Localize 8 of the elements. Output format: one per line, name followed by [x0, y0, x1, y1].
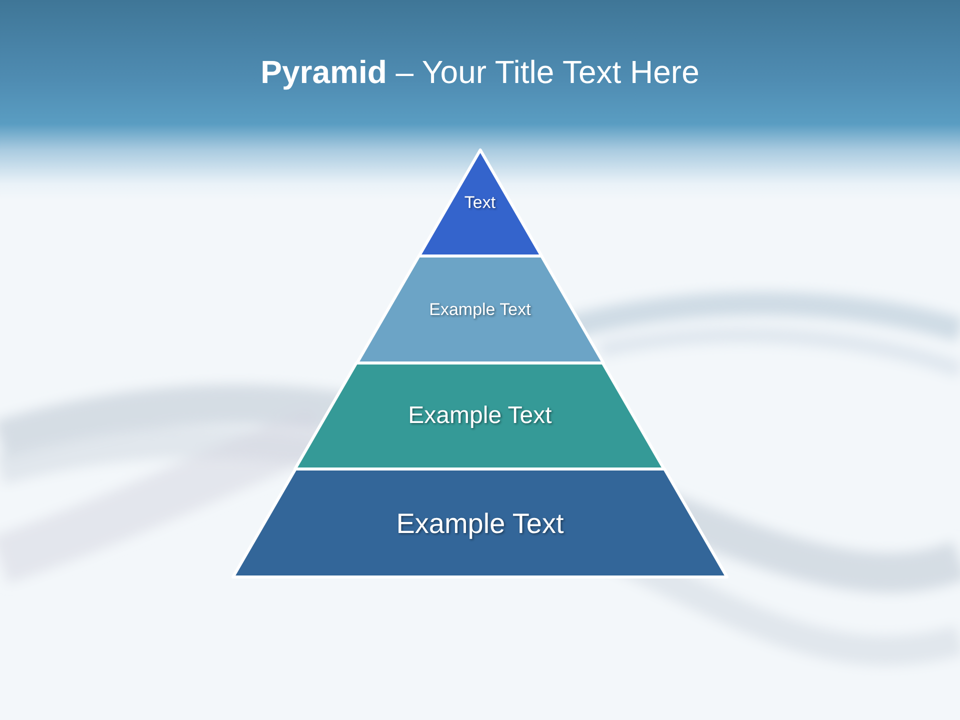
layer-label: Example Text — [429, 298, 531, 320]
pyramid-layer — [230, 466, 730, 580]
slide-title: Pyramid – Your Title Text Here — [260, 53, 700, 92]
pyramid-layer — [292, 360, 668, 472]
pyramid-layer — [354, 253, 606, 366]
layer-label: Example Text — [396, 506, 564, 540]
layer-label: Example Text — [408, 401, 552, 431]
layer-label: Text — [464, 192, 496, 214]
